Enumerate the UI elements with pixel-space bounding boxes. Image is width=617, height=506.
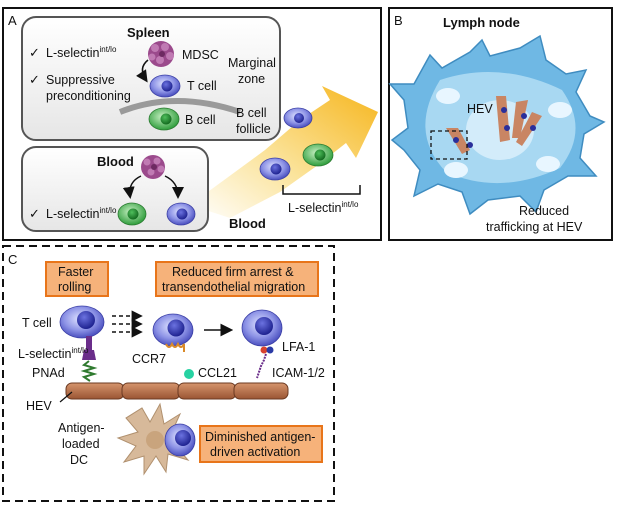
blood-flow-arrow	[190, 86, 378, 218]
blood-box-title: Blood	[97, 154, 134, 169]
diminished-activation-box	[199, 425, 323, 463]
check-icon: ✓	[29, 206, 40, 221]
t-cell	[164, 423, 196, 457]
reduced-trafficking-line1: Reduced	[519, 204, 569, 218]
b-cell	[148, 107, 180, 131]
panel-a-letter: A	[8, 13, 17, 28]
mdsc-to-bcell-arrow	[122, 175, 142, 199]
hev-zoom-box	[430, 130, 468, 160]
marginal-zone-label-line2: zone	[238, 72, 265, 86]
marginal-zone-label-line1: Marginal	[228, 56, 276, 70]
reduced-arrest-line1: Reduced firm arrest &	[172, 265, 294, 279]
hev-endothelium-label: HEV	[26, 399, 52, 413]
t-cell	[166, 202, 196, 226]
marginal-zone-arc	[118, 98, 241, 115]
lymph-node-title: Lymph node	[443, 15, 520, 30]
pnad-label: PNAd	[32, 366, 65, 380]
faster-rolling-box	[45, 261, 109, 297]
mdsc-to-tcell-arrow	[164, 175, 184, 199]
bcell-follicle-label-line1: B cell	[236, 106, 267, 120]
ccl21-label: CCL21	[198, 366, 237, 380]
check-icon: ✓	[29, 45, 40, 60]
ccr7-receptor	[165, 341, 185, 352]
lselectin-receptor	[82, 336, 96, 360]
icam-label: ICAM-1/2	[272, 366, 325, 380]
panel-b-letter: B	[394, 13, 403, 28]
lfa1-label: LFA-1	[282, 340, 315, 354]
check-icon: ✓	[29, 72, 40, 87]
blood-arrow-label: Blood	[229, 216, 266, 231]
suppressive-label-line1: Suppressive	[46, 73, 115, 87]
mdsc-cell	[148, 41, 174, 67]
reduced-arrest-line2: transendothelial migration	[162, 280, 305, 294]
b-cell	[117, 202, 147, 226]
bcell-label: B cell	[185, 113, 216, 127]
mdsc-to-tcell-arrow	[136, 59, 149, 83]
t-cell	[149, 74, 181, 98]
t-cell	[259, 157, 291, 181]
arrow-lselectin-label: L-selectinint/lo	[288, 200, 359, 215]
panel-c-letter: C	[8, 252, 17, 267]
panel-c-tcell-label: T cell	[22, 316, 52, 330]
mdsc-cell	[141, 155, 165, 179]
reduced-arrest-box	[155, 261, 319, 297]
b-cell	[302, 143, 334, 167]
t-cell	[59, 305, 105, 339]
ccl21-chemokine	[184, 369, 194, 379]
hev-endothelium	[65, 382, 289, 400]
t-cell	[152, 313, 194, 347]
t-cell	[241, 309, 283, 347]
lselectin-label: L-selectinint/lo	[18, 346, 89, 361]
faster-rolling-line1: Faster	[58, 265, 93, 279]
dc-label-line1: Antigen-	[58, 421, 105, 435]
spleen-title: Spleen	[127, 25, 170, 40]
reduced-trafficking-line2: trafficking at HEV	[486, 220, 583, 234]
hev-label: HEV	[467, 102, 493, 116]
hev-vessels	[446, 96, 542, 154]
bcell-follicle-label-line2: follicle	[236, 122, 271, 136]
hev-pointer-line	[59, 391, 73, 403]
t-cell	[283, 107, 313, 129]
spleen-box	[21, 16, 281, 141]
dendritic-cell	[116, 402, 194, 476]
suppressive-label-line2: preconditioning	[46, 89, 131, 103]
diminished-activation-line2: driven activation	[210, 445, 300, 459]
tcell-label: T cell	[187, 79, 217, 93]
spleen-lselectin-label: L-selectinint/lo	[46, 45, 117, 60]
mdsc-label: MDSC	[182, 48, 219, 62]
lselectin-bracket	[282, 185, 361, 195]
ccr7-label: CCR7	[132, 352, 166, 366]
lfa1-integrin	[260, 346, 274, 354]
dashed-rolling-arrows	[112, 310, 143, 338]
pnad-ligand	[80, 360, 98, 382]
diminished-activation-line1: Diminished antigen-	[205, 430, 315, 444]
faster-rolling-line2: rolling	[58, 280, 91, 294]
dc-label-line2: loaded	[62, 437, 100, 451]
blood-lselectin-label: L-selectinint/lo	[46, 206, 117, 221]
icam-ligand	[256, 353, 267, 379]
dc-label-line3: DC	[70, 453, 88, 467]
